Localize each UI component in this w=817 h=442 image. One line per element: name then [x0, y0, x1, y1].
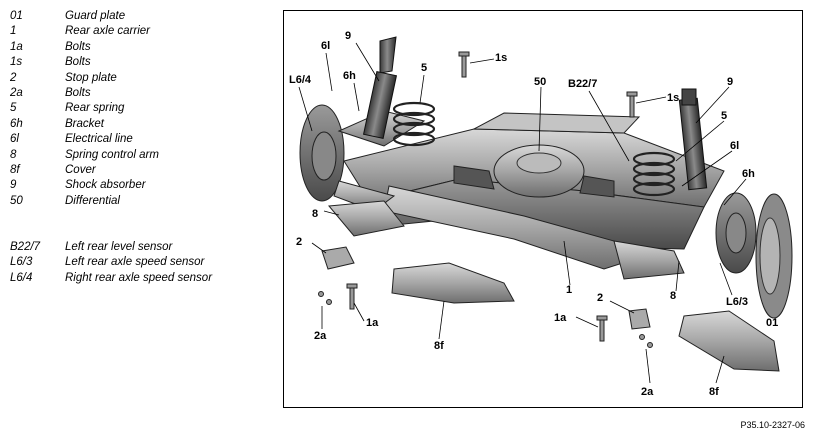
callout-b227: B22/7 — [568, 78, 597, 90]
legend-code: 50 — [10, 194, 23, 207]
legend-code: 01 — [10, 10, 23, 22]
right-rear-spring — [632, 151, 676, 197]
legend-code: 5 — [10, 102, 17, 115]
legend-desc: Electrical line — [65, 133, 133, 146]
legend-desc: Left rear level sensor — [65, 241, 173, 254]
legend-row: 9 Shock absorber — [8, 178, 278, 193]
callout-6h-right: 6h — [742, 168, 755, 180]
callout-1a-right: 1a — [554, 312, 567, 324]
callout-8f-left: 8f — [434, 340, 444, 352]
callout-01: 01 — [766, 317, 778, 329]
legend-desc: Bolts — [65, 40, 91, 53]
callout-50: 50 — [534, 76, 546, 88]
legend-code: B22/7 — [10, 241, 41, 254]
legend-row: 8f Cover — [8, 163, 278, 178]
legend-row: 1a Bolts — [8, 40, 278, 55]
legend-code: 8f — [10, 163, 20, 176]
legend-desc: Differential — [65, 194, 120, 207]
callout-6l-left: 6l — [321, 40, 330, 52]
callout-5-right: 5 — [721, 110, 727, 122]
differential — [453, 144, 615, 198]
right-cover — [678, 310, 780, 372]
legend-code: 1s — [10, 56, 23, 69]
bolts — [318, 51, 653, 348]
exploded-axle-drawing: 9 6l 6h L6/4 5 1s 50 B22/7 1s 9 5 6l 6h … — [289, 30, 793, 398]
legend-spacer — [8, 209, 278, 240]
left-rear-spring — [392, 101, 436, 147]
callout-8-left: 8 — [312, 208, 318, 220]
legend-desc: Right rear axle speed sensor — [65, 271, 213, 284]
legend-row: 5 Rear spring — [8, 101, 278, 116]
legend-code: 8 — [10, 148, 17, 161]
callout-5-left: 5 — [421, 62, 427, 74]
callout-8-right: 8 — [670, 290, 676, 302]
right-shock-absorber — [678, 88, 708, 191]
callout-1s-right: 1s — [667, 92, 679, 104]
legend-desc: Spring control arm — [65, 148, 159, 161]
legend-row: 50 Differential — [8, 194, 278, 209]
legend-code: 1 — [10, 25, 17, 38]
legend-desc: Bolts — [65, 86, 91, 99]
callout-8f-right: 8f — [709, 386, 719, 398]
guard-plate — [755, 193, 793, 319]
left-shock-absorber — [362, 36, 398, 139]
callout-2-right: 2 — [597, 292, 603, 304]
callout-1a-left: 1a — [366, 317, 379, 329]
legend-code: 2a — [10, 86, 23, 99]
legend-code: 1a — [10, 40, 23, 53]
legend-desc: Bolts — [65, 56, 91, 69]
legend-row: 8 Spring control arm — [8, 148, 278, 163]
callout-1-carrier: 1 — [566, 284, 572, 296]
legend-row: 01 Guard plate — [8, 9, 278, 24]
legend-sensor-row: L6/4 Right rear axle speed sensor — [8, 271, 278, 286]
figure-reference-number: P35.10-2327-06 — [740, 420, 805, 430]
callout-l64: L6/4 — [289, 74, 312, 86]
legend-code: 2 — [10, 71, 17, 84]
legend-sensor-row: B22/7 Left rear level sensor — [8, 240, 278, 255]
right-spring-control-arm — [613, 240, 685, 280]
legend-desc: Cover — [65, 163, 96, 176]
legend-desc: Rear spring — [65, 102, 125, 115]
legend-row: 1 Rear axle carrier — [8, 24, 278, 39]
callout-1s-top: 1s — [495, 52, 507, 64]
legend-row: 6l Electrical line — [8, 132, 278, 147]
rear-axle-illustration: 9 6l 6h L6/4 5 1s 50 B22/7 1s 9 5 6l 6h … — [283, 10, 803, 408]
callout-2a-left: 2a — [314, 330, 327, 342]
callout-2a-right: 2a — [641, 386, 654, 398]
callout-9-left: 9 — [345, 30, 351, 42]
legend-code: L6/3 — [10, 256, 33, 269]
callout-9-right: 9 — [727, 76, 733, 88]
callout-6h-left: 6h — [343, 70, 356, 82]
left-stop-plate — [321, 246, 355, 270]
legend-row: 6h Bracket — [8, 117, 278, 132]
legend-code: 6l — [10, 133, 19, 146]
right-stop-plate — [628, 308, 651, 330]
legend-sensor-row: L6/3 Left rear axle speed sensor — [8, 255, 278, 270]
legend-desc: Bracket — [65, 117, 104, 130]
callout-l63: L6/3 — [726, 296, 748, 308]
legend-code: 9 — [10, 179, 17, 192]
legend-desc: Left rear axle speed sensor — [65, 256, 205, 269]
legend-row: 2a Bolts — [8, 86, 278, 101]
legend-desc: Shock absorber — [65, 179, 146, 192]
left-cover — [391, 262, 515, 304]
right-wheel-hub — [715, 192, 757, 274]
callout-2-left: 2 — [296, 236, 302, 248]
legend-code: L6/4 — [10, 271, 33, 284]
legend-desc: Guard plate — [65, 10, 126, 22]
legend-code: 6h — [10, 117, 23, 130]
leader-lines — [298, 42, 747, 384]
legend-desc: Stop plate — [65, 71, 117, 84]
legend-row: 1s Bolts — [8, 55, 278, 70]
callouts: 9 6l 6h L6/4 5 1s 50 B22/7 1s 9 5 6l 6h … — [289, 30, 778, 398]
legend-row: 2 Stop plate — [8, 71, 278, 86]
callout-6l-right: 6l — [730, 140, 739, 152]
legend-desc: Rear axle carrier — [65, 25, 150, 38]
left-spring-control-arm — [328, 200, 405, 237]
